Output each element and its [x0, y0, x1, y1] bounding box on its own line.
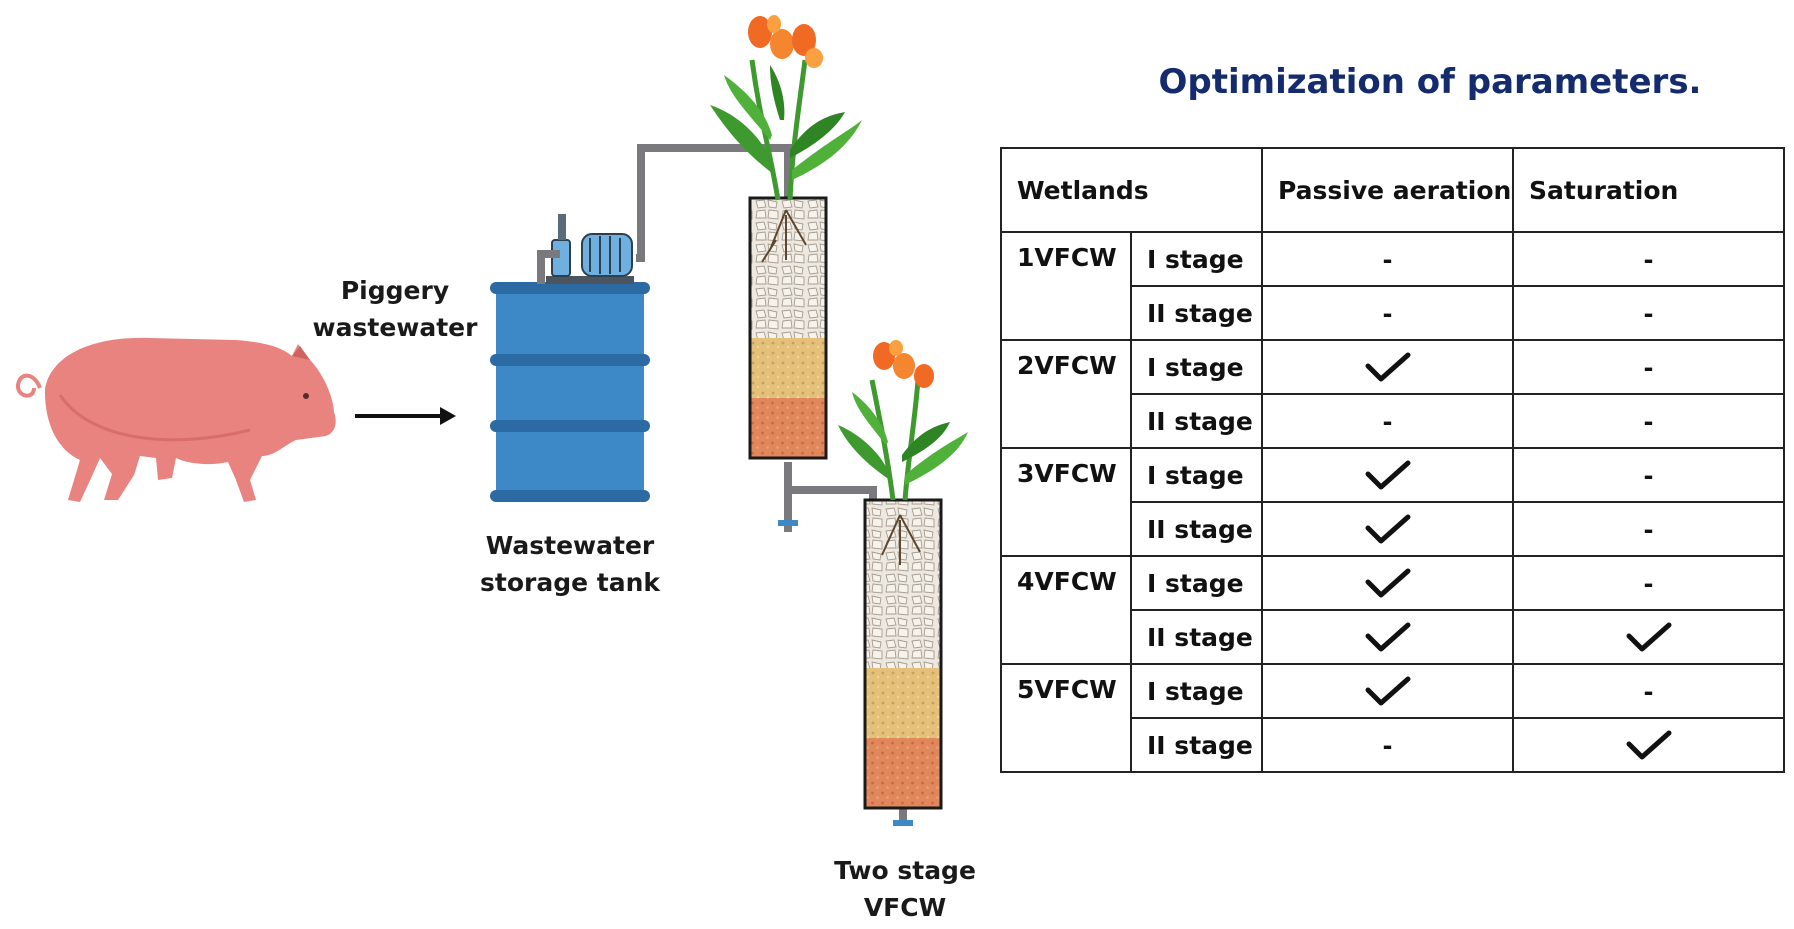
- saturation-cell: -: [1512, 393, 1785, 449]
- saturation-cell: -: [1512, 285, 1785, 341]
- aeration-cell: -: [1261, 717, 1514, 773]
- aeration-checkmark-icon: [1261, 501, 1514, 557]
- saturation-value: -: [1643, 407, 1654, 436]
- header-passive-aeration: Passive aeration: [1261, 147, 1514, 233]
- stage-cell: I stage: [1130, 231, 1263, 287]
- stage-cell: II stage: [1130, 393, 1263, 449]
- saturation-value: -: [1643, 299, 1654, 328]
- checkmark-icon: [1263, 567, 1512, 599]
- checkmark-icon: [1263, 675, 1512, 707]
- saturation-value: -: [1643, 677, 1654, 706]
- stage-cell: II stage: [1130, 717, 1263, 773]
- saturation-cell: -: [1512, 231, 1785, 287]
- stage-cell: I stage: [1130, 555, 1263, 611]
- two-stage-vfcw-label: Two stage VFCW: [834, 856, 976, 922]
- saturation-checkmark-icon: [1512, 609, 1785, 665]
- saturation-value: -: [1643, 569, 1654, 598]
- aeration-checkmark-icon: [1261, 339, 1514, 395]
- filter-column-icon: [748, 196, 828, 460]
- wetland-name-cell: 5VFCW: [1000, 663, 1132, 773]
- piggery-wastewater-label: Piggery wastewater: [312, 276, 478, 342]
- saturation-cell: -: [1512, 447, 1785, 503]
- pig-icon: [16, 337, 336, 502]
- checkmark-icon: [1263, 513, 1512, 545]
- table-row: II stage - -: [1001, 393, 1785, 449]
- aeration-cell: -: [1261, 285, 1514, 341]
- storage-tank-label: Wastewater storage tank: [479, 531, 660, 597]
- header-wetlands: Wetlands: [1000, 147, 1263, 233]
- stage-cell: II stage: [1130, 501, 1263, 557]
- process-diagram: [16, 15, 968, 826]
- aeration-cell: -: [1261, 231, 1514, 287]
- saturation-value: -: [1643, 461, 1654, 490]
- table-body: Wetlands Passive aeration Saturation 1VF…: [1000, 147, 1785, 773]
- valve-icon: [778, 520, 913, 826]
- checkmark-icon: [1514, 621, 1783, 653]
- table-row: II stage -: [1001, 717, 1785, 773]
- aeration-value: -: [1382, 407, 1393, 436]
- aeration-checkmark-icon: [1261, 555, 1514, 611]
- stage-cell: II stage: [1130, 609, 1263, 665]
- plant-icon: [710, 15, 862, 201]
- aeration-checkmark-icon: [1261, 447, 1514, 503]
- wetland-name-cell: 2VFCW: [1000, 339, 1132, 449]
- wetland-name-cell: 1VFCW: [1000, 231, 1132, 341]
- saturation-value: -: [1643, 515, 1654, 544]
- checkmark-icon: [1263, 621, 1512, 653]
- stage-cell: I stage: [1130, 447, 1263, 503]
- saturation-cell: -: [1512, 663, 1785, 719]
- saturation-checkmark-icon: [1512, 717, 1785, 773]
- aeration-value: -: [1382, 731, 1393, 760]
- storage-drum-icon: [490, 282, 650, 502]
- parameters-table: Wetlands Passive aeration Saturation 1VF…: [1000, 147, 1785, 773]
- aeration-checkmark-icon: [1261, 663, 1514, 719]
- saturation-cell: -: [1512, 555, 1785, 611]
- table-title: Optimization of parameters.: [1158, 62, 1702, 102]
- arrow-right-icon: [355, 407, 456, 425]
- table-row: II stage - -: [1001, 285, 1785, 341]
- table-header-row: Wetlands Passive aeration Saturation: [1000, 147, 1785, 233]
- wetland-name-cell: 3VFCW: [1000, 447, 1132, 557]
- saturation-cell: -: [1512, 501, 1785, 557]
- stage-cell: II stage: [1130, 285, 1263, 341]
- plant-icon: [838, 340, 968, 501]
- saturation-value: -: [1643, 245, 1654, 274]
- checkmark-icon: [1263, 459, 1512, 491]
- aeration-value: -: [1382, 299, 1393, 328]
- table-row: II stage: [1001, 609, 1785, 665]
- aeration-checkmark-icon: [1261, 609, 1514, 665]
- aeration-cell: -: [1261, 393, 1514, 449]
- saturation-cell: -: [1512, 339, 1785, 395]
- header-saturation: Saturation: [1512, 147, 1785, 233]
- filter-column-icon: [863, 498, 943, 810]
- saturation-value: -: [1643, 353, 1654, 382]
- checkmark-icon: [1514, 729, 1783, 761]
- table-row: II stage -: [1001, 501, 1785, 557]
- stage-cell: I stage: [1130, 663, 1263, 719]
- wetland-name-cell: 4VFCW: [1000, 555, 1132, 665]
- checkmark-icon: [1263, 351, 1512, 383]
- pump-motor-icon: [546, 214, 634, 284]
- aeration-value: -: [1382, 245, 1393, 274]
- stage-cell: I stage: [1130, 339, 1263, 395]
